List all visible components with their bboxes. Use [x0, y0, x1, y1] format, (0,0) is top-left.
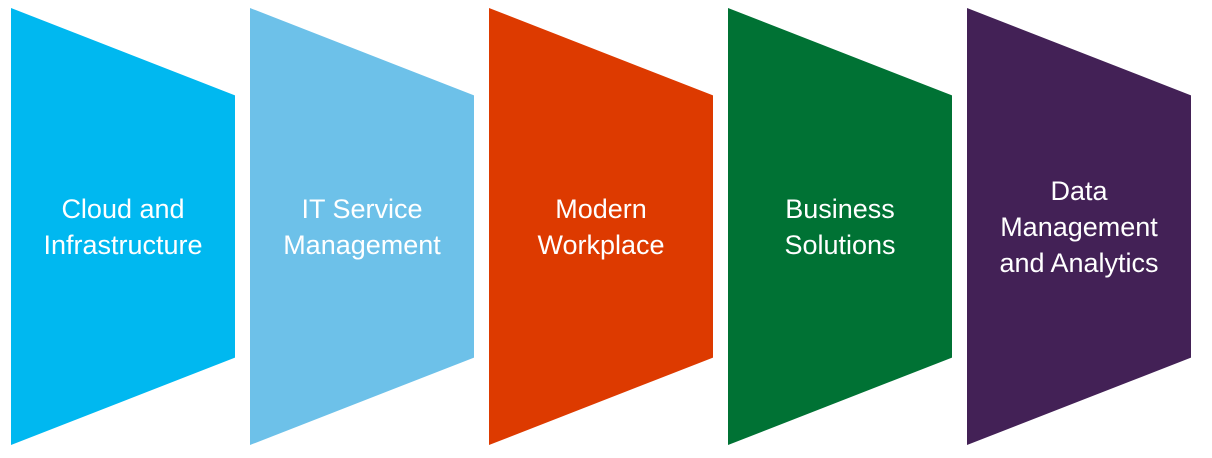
segment-data-management-analytics: Data Management and Analytics	[967, 8, 1191, 445]
segment-label: Data Management and Analytics	[999, 175, 1159, 278]
segment-label: Business Solutions	[784, 193, 896, 260]
segment-modern-workplace: Modern Workplace	[489, 8, 713, 445]
segment-business-solutions: Business Solutions	[728, 8, 952, 445]
segment-cloud-infrastructure: Cloud and Infrastructure	[11, 8, 235, 445]
segment-label: Modern Workplace	[537, 193, 665, 260]
segment-label: Cloud and Infrastructure	[43, 193, 203, 260]
segment-it-service-management: IT Service Management	[250, 8, 474, 445]
segment-label: IT Service Management	[283, 193, 441, 260]
